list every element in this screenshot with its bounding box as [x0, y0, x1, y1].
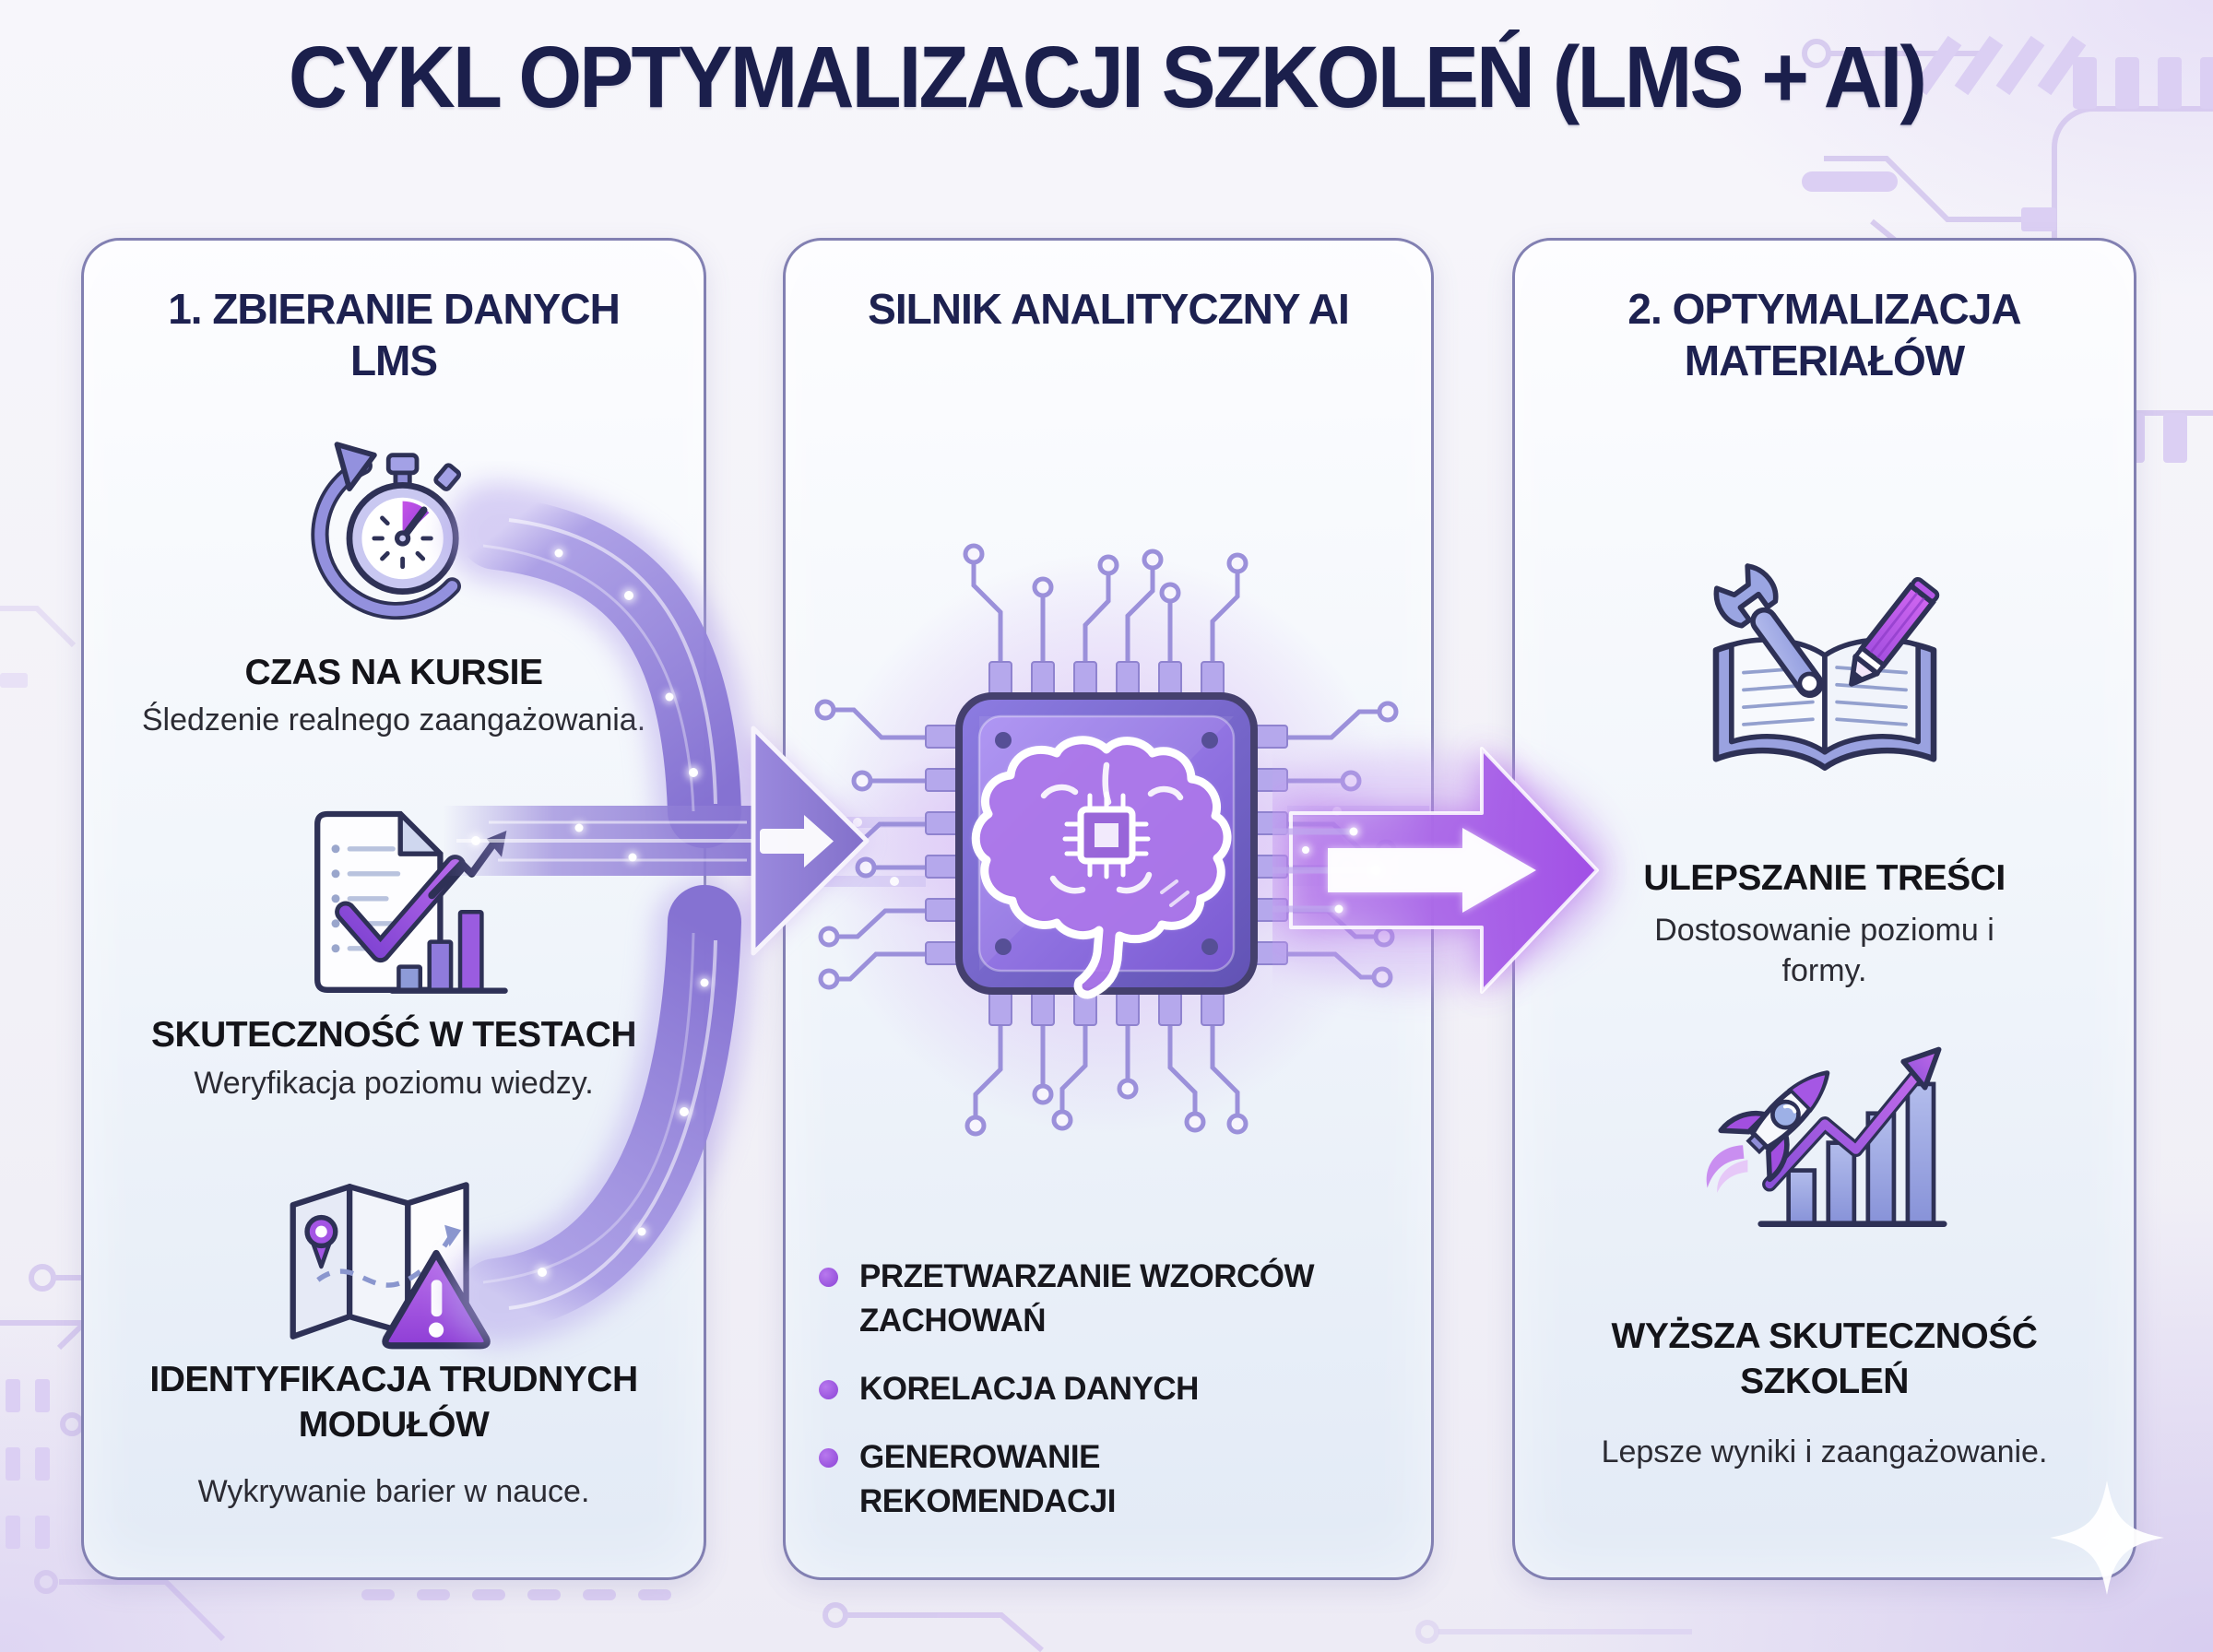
panel-center-header: SILNIK ANALITYCZNY AI — [868, 285, 1350, 333]
map-warning-icon — [265, 1153, 523, 1362]
stopwatch-icon — [278, 425, 509, 629]
item-title: IDENTYFIKACJA TRUDNYCH MODUŁÓW — [149, 1360, 638, 1445]
ai-capabilities-list: PRZETWARZANIE WZORCÓW ZACHOWAŃ KORELACJA… — [817, 1255, 1416, 1548]
panel-optimization: 2. OPTYMALIZACJA MATERIAŁÓW — [1512, 238, 2136, 1580]
page-title: CYKL OPTYMALIZACJI SZKOLEŃ (LMS + AI) — [288, 29, 1927, 126]
list-item: GENEROWANIE REKOMENDACJI — [817, 1435, 1333, 1524]
item-desc: Śledzenie realnego zaangażowania. — [141, 702, 646, 738]
panel-right-header: 2. OPTYMALIZACJA MATERIAŁÓW — [1627, 285, 2021, 385]
panel-left-header: 1. ZBIERANIE DANYCH LMS — [168, 285, 621, 385]
rocket-growth-icon — [1686, 1001, 1963, 1260]
item-title: CZAS NA KURSIE — [244, 653, 543, 692]
item-title: ULEPSZANIE TREŚCI — [1643, 858, 2006, 898]
item-desc: Wykrywanie barier w nauce. — [197, 1474, 590, 1509]
panel-ai-engine: SILNIK ANALITYCZNY AI PRZETWARZANIE WZOR… — [783, 238, 1434, 1580]
list-item: KORELACJA DANYCH — [817, 1367, 1333, 1411]
item-title: WYŻSZA SKUTECZNOŚĆ SZKOLEŃ — [1611, 1316, 2038, 1401]
item-desc: Weryfikacja poziomu wiedzy. — [194, 1066, 594, 1101]
book-tools-icon — [1686, 545, 1963, 804]
item-desc: Lepsze wyniki i zaangażowanie. — [1601, 1434, 2048, 1469]
list-item: PRZETWARZANIE WZORCÓW ZACHOWAŃ — [817, 1255, 1333, 1343]
panel-data-collection: 1. ZBIERANIE DANYCH LMS — [81, 238, 706, 1580]
item-desc: Dostosowanie poziomu i formy. — [1654, 913, 1994, 989]
item-title: SKUTECZNOŚĆ W TESTACH — [150, 1015, 637, 1055]
test-score-chart-icon — [269, 789, 518, 1013]
